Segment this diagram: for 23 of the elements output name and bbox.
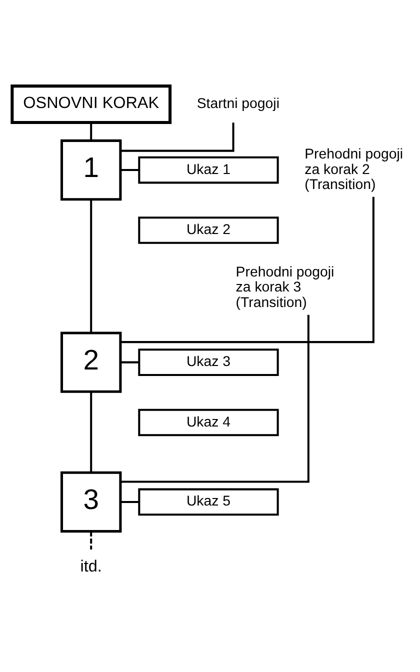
connector: [90, 200, 92, 333]
connector: [90, 392, 92, 472]
node-box: 1: [60, 139, 122, 201]
connector: [120, 122, 234, 152]
node-text: Prehodni pogoji za korak 2 (Transition): [304, 146, 404, 193]
node-box: Ukaz 1: [138, 156, 279, 184]
connector: [120, 196, 374, 344]
connector: [120, 361, 139, 364]
connector: [120, 500, 139, 503]
connector: [120, 314, 310, 483]
node-text: Startni pogoji: [196, 96, 280, 112]
node-box: OSNOVNI KORAK: [10, 84, 172, 124]
connector: [90, 531, 92, 550]
node-box: 3: [60, 471, 122, 533]
connector: [120, 169, 139, 172]
node-box: Ukaz 3: [138, 348, 279, 376]
node-text: itd.: [80, 558, 102, 576]
node-text: Prehodni pogoji za korak 3 (Transition): [236, 264, 334, 311]
node-box: 2: [60, 332, 122, 393]
node-box: Ukaz 5: [138, 488, 279, 516]
node-box: Ukaz 4: [138, 408, 279, 436]
connector: [90, 122, 92, 140]
node-box: Ukaz 2: [138, 216, 279, 244]
